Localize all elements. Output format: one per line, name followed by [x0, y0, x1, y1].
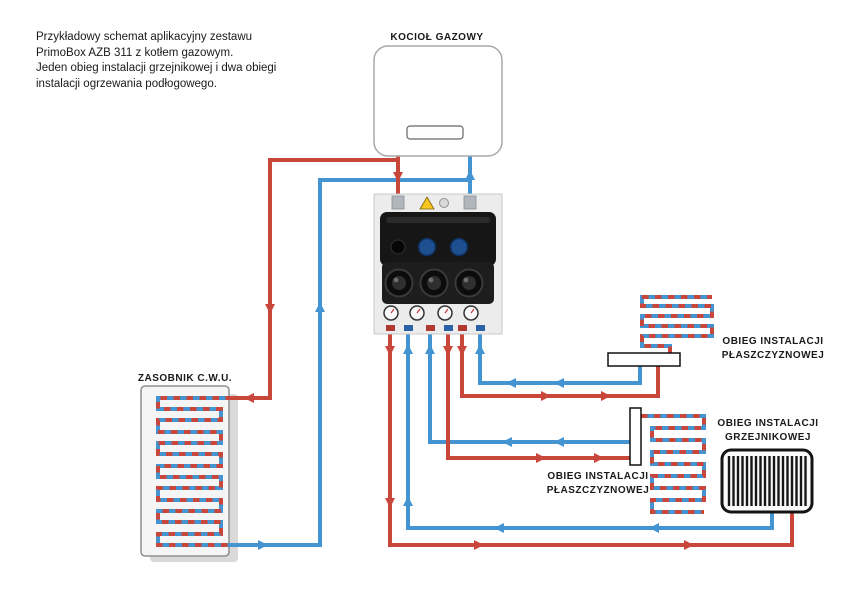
boiler-label: KOCIOŁ GAZOWY [390, 32, 484, 43]
label-line: OBIEG INSTALACJI [717, 418, 819, 429]
pipe-floor-top-supply [460, 330, 660, 398]
pressure-gauges [383, 305, 479, 321]
pump-cap [449, 237, 469, 257]
radiator [720, 448, 814, 514]
label-line: GRZEJNIKOWEJ [724, 431, 811, 443]
label-line: OBIEG INSTALACJI [722, 336, 824, 347]
tank-coil-stripe [156, 396, 232, 547]
floor-loop-mid-stripe [641, 414, 706, 514]
pipe-tank-supply [232, 158, 398, 400]
flow-arrows [244, 170, 694, 550]
boiler-display [406, 125, 464, 140]
floor-circuit-top-label: OBIEG INSTALACJI PŁASZCZYZNOWEJ [716, 335, 830, 362]
description-line: instalacji ogrzewania podłogowego. [36, 77, 217, 90]
pipes [156, 150, 794, 547]
radiator-circuit-label: OBIEG INSTALACJI GRZEJNIKOWEJ [712, 417, 824, 444]
circulation-pumps [384, 268, 484, 298]
pump-station [373, 193, 503, 335]
tank-body [140, 385, 230, 557]
valve-handles [386, 325, 485, 331]
floor-circuit-mid-label: OBIEG INSTALACJI PŁASZCZYZNOWEJ [543, 470, 653, 497]
label-line: PŁASZCZYZNOWEJ [546, 484, 650, 496]
boiler-body [373, 45, 503, 157]
floor-loop-top-stripe [640, 295, 714, 353]
floor-manifold-top [607, 352, 681, 367]
tank-label: ZASOBNIK C.W.U. [137, 373, 233, 384]
description-line: Jeden obieg instalacji grzejnikowej i dw… [36, 62, 277, 74]
gas-boiler [373, 45, 503, 157]
description-line: Przykładowy schemat aplikacyjny zestawu [36, 31, 253, 43]
radiator-fins [727, 456, 807, 506]
pipe-tank-return [232, 178, 470, 547]
description-text: Przykładowy schemat aplikacyjny zestawu … [36, 30, 306, 92]
pump-cap [417, 237, 437, 257]
warning-icon [419, 196, 435, 210]
label-line: PŁASZCZYZNOWEJ [721, 349, 825, 361]
insulation-box [380, 212, 496, 266]
floor-manifold-mid [629, 407, 642, 466]
pipe-floor-mid-supply [446, 330, 630, 460]
label-line: OBIEG INSTALACJI [547, 471, 649, 482]
pipe-radiator-supply [388, 330, 794, 547]
pipe-radiator-return [406, 330, 774, 530]
description-line: PrimoBox AZB 311 z kotłem gazowym. [36, 46, 234, 59]
